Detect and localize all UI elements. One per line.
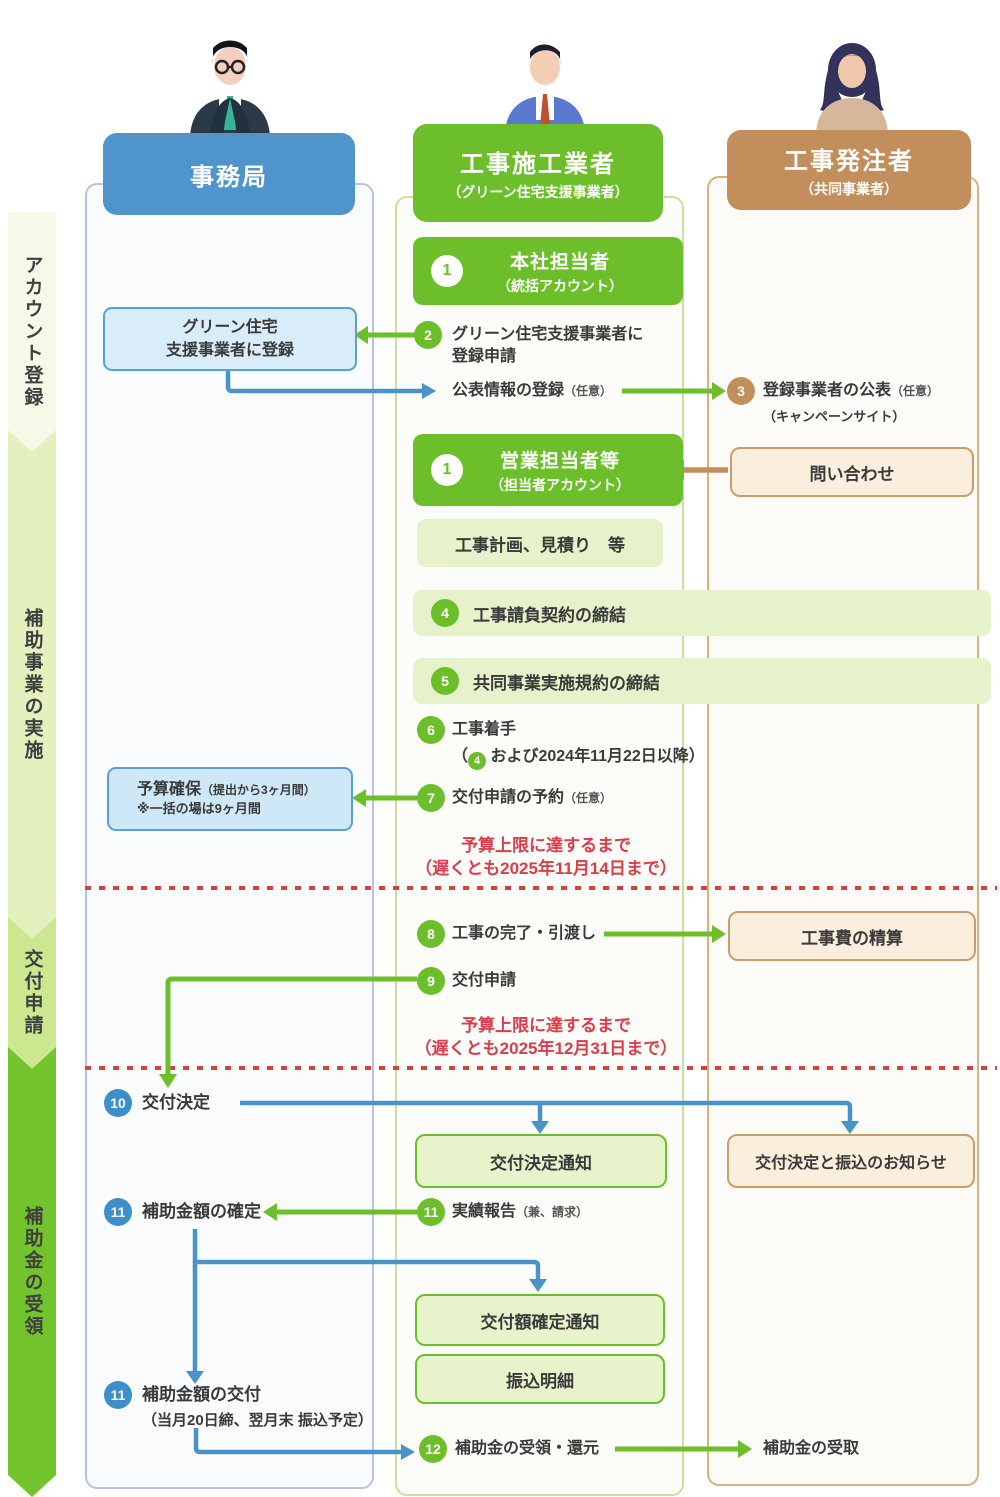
amount-confirm-notice-box: 交付額確定通知 (415, 1294, 665, 1346)
step2-label: グリーン住宅支援事業者に 登録申請 (452, 326, 644, 365)
head-office-account-box: 1 本社担当者 （統括アカウント） (413, 237, 683, 305)
head-office-sub: （統括アカウント） (497, 277, 623, 294)
step11-payment-number-badge: 11 (104, 1381, 132, 1409)
step5-agreement-bar: 5 共同事業実施規約の締結 (413, 658, 991, 704)
register-to-program-box: グリーン住宅 支援事業者に登録 (103, 307, 357, 371)
step5-number-badge: 5 (431, 667, 459, 695)
subsidy-receive-label: 補助金の受取 (763, 1440, 860, 1457)
orderer-subtitle: （共同事業者） (800, 181, 898, 197)
phase-label: アカウント登録 (21, 255, 43, 409)
transfer-detail-box: 振込明細 (415, 1354, 665, 1404)
sales-box-sub: （担当者アカウント） (490, 476, 630, 493)
sales-account-box: 1 営業担当者等 （担当者アカウント） (413, 434, 683, 506)
publish-info-label: 公表情報の登録（任意） (452, 382, 613, 399)
phase-band-subsidy-receipt: 補助金の受領 (8, 1047, 56, 1497)
step7-number-badge: 7 (417, 784, 445, 812)
step8-number-badge: 8 (417, 920, 445, 948)
contractor-header: 工事施工業者 （グリーン住宅支援事業者） (413, 124, 663, 222)
deadline-note-1: 予算上限に達するまで （遅くとも2025年11月14日まで） (415, 836, 677, 878)
step9-label: 交付申請 (452, 972, 517, 989)
step12-number-badge: 12 (419, 1435, 447, 1463)
phase-label: 交付申請 (21, 949, 43, 1037)
step5-label: 共同事業実施規約の締結 (473, 673, 660, 693)
cost-settlement-box: 工事費の精算 (728, 911, 976, 961)
step11-report-number-badge: 11 (417, 1198, 445, 1226)
grant-decision-notice-box: 交付決定通知 (415, 1134, 667, 1188)
orderer-header: 工事発注者 （共同事業者） (727, 130, 971, 210)
decision-transfer-notice-box: 交付決定と振込のお知らせ (727, 1134, 975, 1188)
step6-label: 工事着手 (452, 721, 517, 738)
step11-report-label: 実績報告（兼、請求） (452, 1203, 589, 1220)
step4-contract-bar: 4 工事請負契約の締結 (413, 590, 991, 636)
step3-number-badge: 3 (727, 377, 755, 405)
orderer-column-panel (707, 176, 979, 1486)
orderer-person-avatar (796, 40, 908, 137)
register-box-line2: 支援事業者に登録 (165, 342, 294, 359)
step2-number-badge: 2 (414, 321, 442, 349)
phase-band-grant-application: 交付申請 (8, 917, 56, 1069)
step1b-number-badge: 1 (431, 454, 463, 486)
deadline-divider-2 (85, 1066, 997, 1070)
step6-condition: （4 および2024年11月22日以降） (452, 746, 705, 770)
step4-label: 工事請負契約の締結 (473, 605, 626, 625)
budget-hold-box: 予算確保（提出から3ヶ月間） ※一括の場は9ヶ月間 (107, 767, 353, 831)
step3-sub: （キャンペーンサイト） (763, 409, 906, 424)
orderer-title: 工事発注者 (784, 148, 914, 175)
step11-confirm-number-badge: 11 (104, 1198, 132, 1226)
budget-note: （提出から3ヶ月間） (201, 783, 316, 797)
deadline-note-2: 予算上限に達するまで （遅くとも2025年12月31日まで） (414, 1016, 678, 1058)
office-header: 事務局 (103, 133, 355, 215)
budget-title: 予算確保 (137, 781, 202, 798)
sales-box-title: 営業担当者等 (499, 450, 620, 472)
deadline-divider-1 (85, 886, 997, 890)
step9-number-badge: 9 (417, 967, 445, 995)
step1-number-badge: 1 (431, 255, 463, 287)
contractor-title: 工事施工業者 (460, 151, 616, 178)
step10-label: 交付決定 (142, 1093, 210, 1112)
phase-band-account-registration: アカウント登録 (8, 212, 56, 452)
office-person-avatar (172, 34, 288, 141)
step7-label: 交付申請の予約（任意） (452, 789, 613, 806)
step4-number-badge: 4 (431, 599, 459, 627)
contractor-subtitle: （グリーン住宅支援事業者） (447, 184, 629, 200)
step11-payment-label: 補助金額の交付 (142, 1385, 261, 1404)
phase-label: 補助事業の実施 (21, 607, 43, 762)
step6-number-badge: 6 (417, 716, 445, 744)
step8-label: 工事の完了・引渡し (452, 925, 597, 942)
step12-label: 補助金の受領・還元 (455, 1440, 600, 1457)
step10-number-badge: 10 (104, 1089, 132, 1117)
office-title: 事務局 (190, 163, 268, 191)
work-plan-box: 工事計画、見積り 等 (417, 519, 663, 567)
phase-label: 補助金の受領 (21, 1206, 43, 1338)
contractor-person-avatar (489, 40, 601, 137)
step4-inline-badge: 4 (468, 752, 487, 770)
office-column-panel (85, 183, 374, 1489)
step11-payment-schedule: （当月20日締、翌月末 振込予定） (142, 1412, 373, 1429)
step11-confirm-label: 補助金額の確定 (142, 1202, 261, 1221)
inquiry-box: 問い合わせ (730, 447, 974, 497)
phase-band-subsidy-implementation: 補助事業の実施 (8, 430, 56, 939)
budget-box-title-line: 予算確保（提出から3ヶ月間） (137, 780, 316, 800)
head-office-title: 本社担当者 (509, 251, 610, 273)
budget-sub: ※一括の場は9ヶ月間 (137, 801, 261, 816)
register-box-line1: グリーン住宅 (182, 319, 278, 336)
step3-label: 登録事業者の公表（任意） (763, 382, 940, 399)
